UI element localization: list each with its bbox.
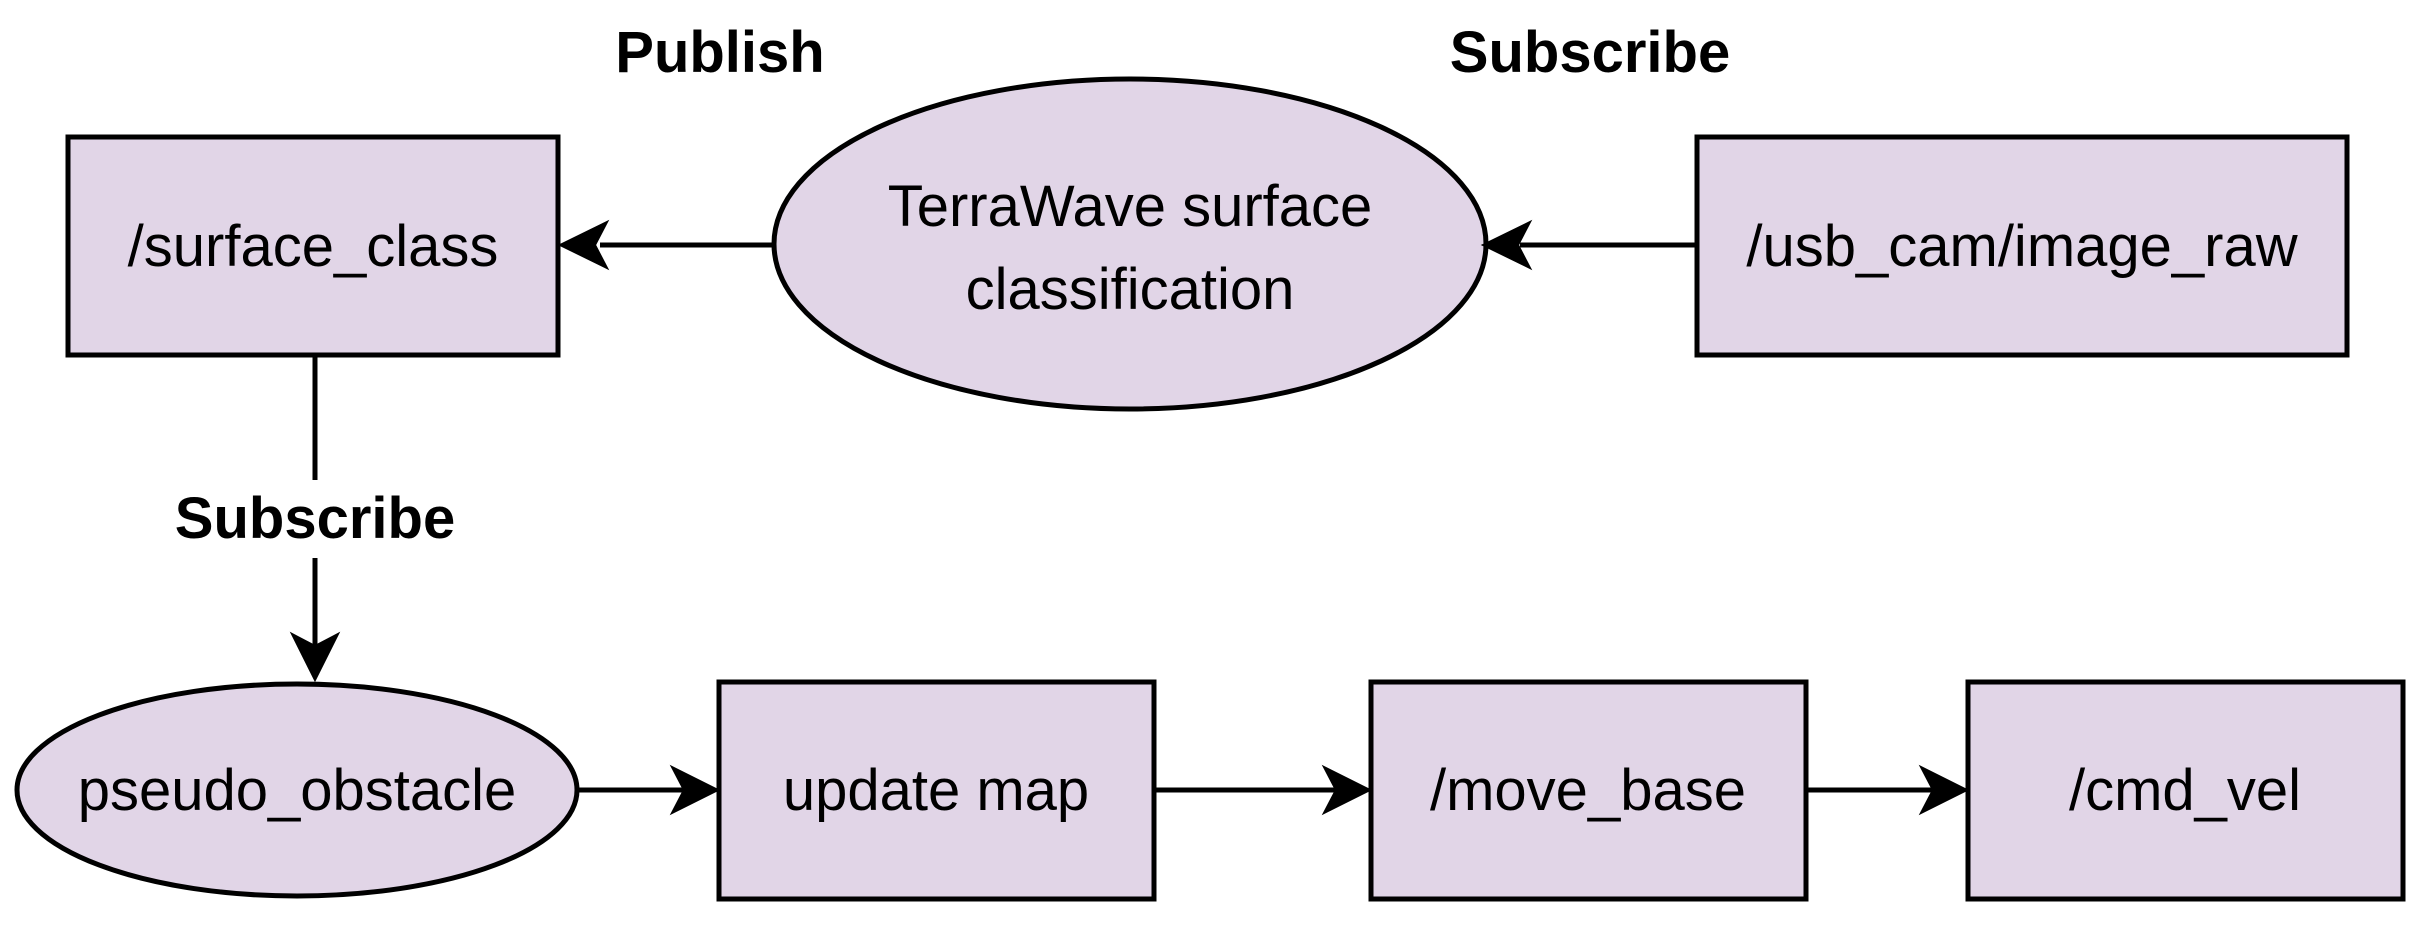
edge-surface-class-to-pseudo-obstacle [289,356,341,683]
edge-usbcam-to-terrawave [1480,219,1697,271]
node-terrawave-classification: TerraWave surface classification [771,76,1489,412]
node-usb-cam-image-raw: /usb_cam/image_raw [1694,134,2350,358]
node-update-map-label: update map [783,758,1089,823]
node-terrawave-label-line1: TerraWave surface [888,174,1373,239]
node-update-map: update map [716,679,1157,902]
edge-label-subscribe-top: Subscribe [1450,20,1730,85]
node-surface-class: /surface_class [65,134,561,358]
node-usb-cam-label: /usb_cam/image_raw [1746,214,2298,279]
node-cmd-vel-label: /cmd_vel [2069,758,2301,823]
node-move-base: /move_base [1368,679,1809,902]
node-terrawave-label-line2: classification [966,257,1295,322]
node-pseudo-obstacle-label: pseudo_obstacle [78,758,517,823]
node-pseudo-obstacle: pseudo_obstacle [14,681,580,899]
edge-pseudo-obstacle-to-update-map [577,764,721,816]
edge-terrawave-to-surface-class [557,219,774,271]
node-move-base-label: /move_base [1430,758,1746,823]
node-cmd-vel: /cmd_vel [1965,679,2406,902]
edge-label-subscribe-left: Subscribe [175,486,455,551]
edge-label-publish: Publish [615,20,824,85]
node-surface-class-label: /surface_class [128,214,499,279]
edge-update-map-to-move-base [1154,764,1373,816]
edge-move-base-to-cmd-vel [1806,764,1970,816]
